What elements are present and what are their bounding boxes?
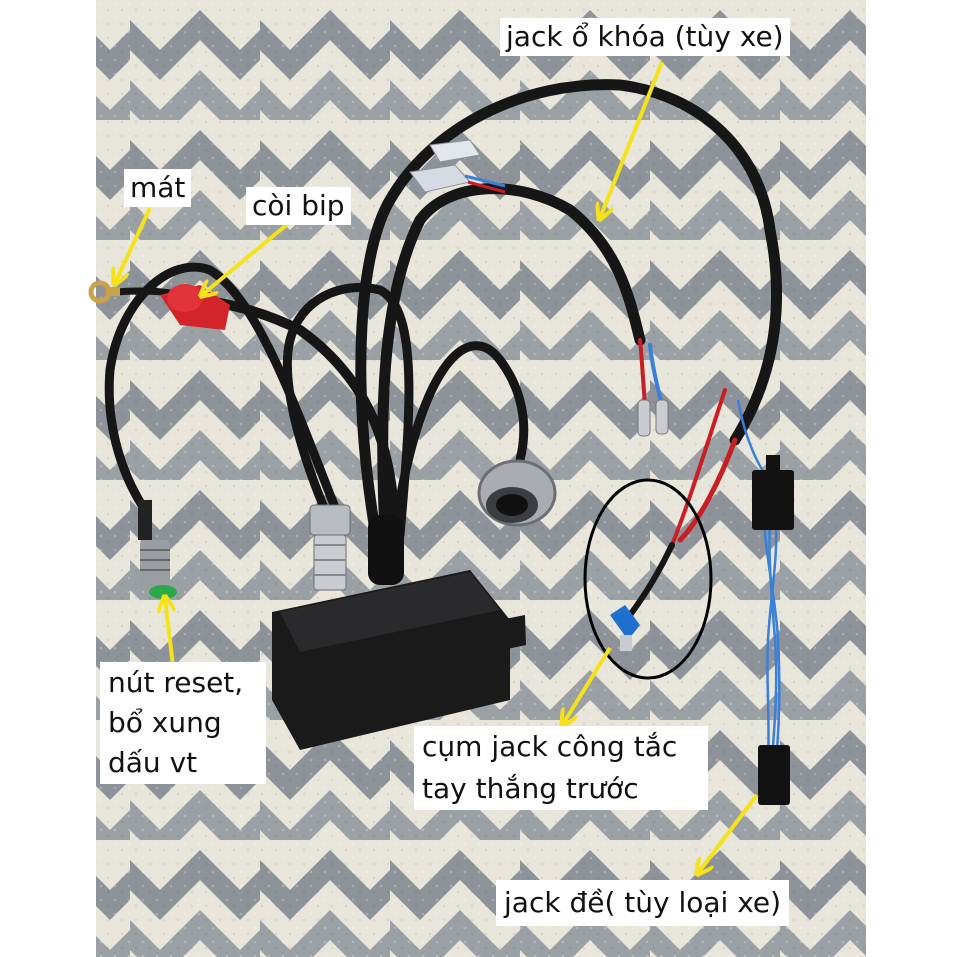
cable-horn xyxy=(200,295,400,545)
blue-wires xyxy=(736,399,781,761)
reset-button xyxy=(138,500,177,599)
arrows xyxy=(115,61,759,873)
highlight-ellipse xyxy=(583,478,713,680)
arrow-coi-bip xyxy=(202,220,292,295)
label-nut-reset: nút reset, bổ xung dấu vt xyxy=(100,662,266,784)
label-nut-reset-line1: nút reset, xyxy=(108,666,244,699)
arrow-mat xyxy=(115,207,152,283)
label-coi-bip: còi bip xyxy=(246,187,351,225)
cable-sleeve xyxy=(368,515,404,585)
ground-ring xyxy=(88,280,120,304)
brake-connector xyxy=(610,605,640,651)
aviation-connector xyxy=(309,504,351,591)
label-nut-reset-line3: dấu vt xyxy=(108,746,198,779)
label-jack-de: jack đề( tùy loại xe) xyxy=(496,880,790,926)
carpet-texture xyxy=(96,0,866,957)
label-cum-jack-line1: cụm jack công tắc xyxy=(422,730,678,763)
controller-box xyxy=(272,570,526,750)
arrow-jack-de xyxy=(698,793,759,873)
label-jack-o-khoa: jack ổ khóa (tùy xe) xyxy=(500,18,790,56)
red-wires xyxy=(627,338,738,618)
label-nut-reset-line2: bổ xung xyxy=(108,706,222,739)
arrow-cum-jack xyxy=(563,646,612,724)
label-mat: mát xyxy=(124,169,192,207)
cables xyxy=(104,79,782,545)
metal-pushbutton xyxy=(477,459,557,527)
arrow-nut-reset xyxy=(165,598,173,667)
spade-terminals xyxy=(409,139,669,437)
label-cum-jack: cụm jack công tắc tay thắng trước xyxy=(414,726,708,810)
label-cum-jack-line2: tay thắng trước xyxy=(422,772,639,805)
cable-pushbutton-2 xyxy=(390,341,529,535)
cable-pushbutton xyxy=(282,282,414,540)
starter-connectors xyxy=(752,455,794,805)
cable-ignition xyxy=(377,183,646,541)
arrow-jack-o-khoa xyxy=(600,61,664,218)
